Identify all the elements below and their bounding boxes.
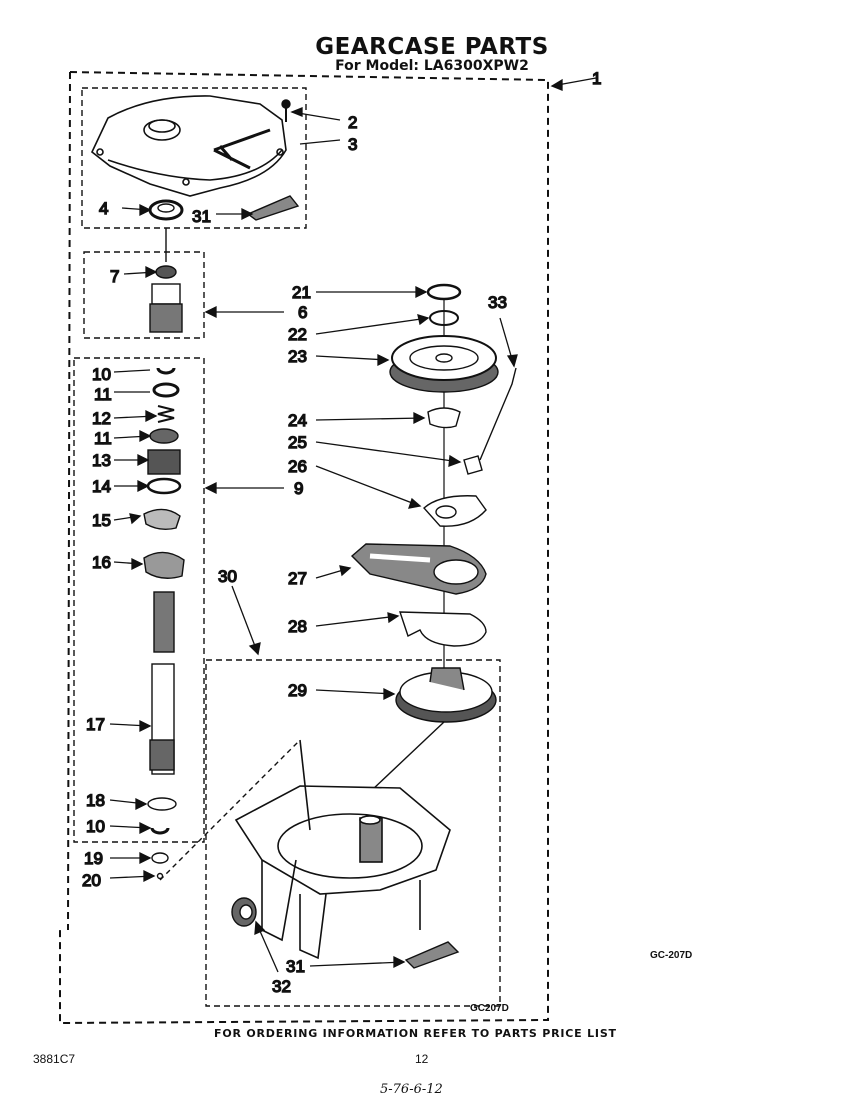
label-part-10-bottom: 10 — [86, 817, 105, 836]
label-part-16: 16 — [92, 553, 111, 572]
crank-26 — [423, 495, 487, 527]
label-part-19: 19 — [84, 849, 103, 868]
page-number: 12 — [415, 1052, 429, 1066]
label-part-21: 21 — [292, 283, 311, 302]
bearing-7 — [155, 265, 177, 279]
cam-16 — [143, 551, 185, 579]
grease-tube-top — [246, 195, 300, 221]
part9-group-box — [73, 357, 205, 843]
label-part-26: 26 — [288, 457, 307, 476]
label-part-10-top: 10 — [92, 365, 111, 384]
label-part-6: 6 — [298, 303, 307, 322]
leader-lines — [109, 77, 597, 973]
wheel-32 — [231, 897, 257, 927]
model-subtitle: For Model: LA6300XPW2 — [335, 58, 529, 74]
washer-18 — [147, 797, 177, 811]
label-part-28: 28 — [288, 617, 307, 636]
label-part-11-bottom: 11 — [94, 429, 112, 448]
label-part-9: 9 — [294, 479, 303, 498]
label-part-25: 25 — [288, 433, 307, 452]
label-part-3: 3 — [348, 135, 357, 154]
ring-21 — [426, 283, 462, 301]
part-number-labels: 1 2 3 4 31 7 6 10 11 12 11 13 14 9 15 16… — [81, 68, 602, 996]
label-part-23: 23 — [288, 347, 307, 366]
shifter-27 — [350, 543, 487, 595]
label-part-12: 12 — [92, 409, 111, 428]
main-gear-23 — [389, 335, 499, 393]
label-part-1: 1 — [592, 69, 601, 88]
washer-22 — [429, 310, 459, 326]
gearcase-housing — [234, 739, 451, 960]
part6-group-box — [83, 251, 205, 339]
label-part-17: 17 — [86, 715, 105, 734]
cam-15 — [143, 508, 181, 531]
ordering-note: FOR ORDERING INFORMATION REFER TO PARTS … — [214, 1027, 617, 1040]
pin-33 — [479, 367, 517, 461]
agitator-drive-tube — [149, 283, 183, 333]
ring-14 — [146, 477, 182, 495]
label-part-33: 33 — [488, 293, 507, 312]
label-part-20: 20 — [82, 871, 101, 890]
label-part-11-top: 11 — [94, 385, 112, 404]
ball-20 — [156, 872, 164, 880]
label-part-32: 32 — [272, 977, 291, 996]
label-part-30: 30 — [218, 567, 237, 586]
retainer-ring-10a — [156, 367, 176, 375]
washer-19 — [151, 852, 169, 864]
diagram-code-corner: GC207D — [470, 1003, 509, 1014]
label-part-27: 27 — [288, 569, 307, 588]
page-title: GEARCASE PARTS — [315, 34, 549, 60]
washer-11a — [152, 382, 180, 398]
plate-25 — [463, 455, 483, 475]
cover-group-box — [81, 87, 307, 229]
gear-29 — [395, 667, 497, 723]
screw — [281, 99, 291, 122]
washer-11b — [149, 428, 179, 444]
grease-tube-bottom — [404, 941, 460, 969]
shaft-17-upper — [153, 591, 175, 653]
retainer-ring-10b — [150, 827, 170, 835]
label-part-2: 2 — [348, 113, 357, 132]
label-part-4: 4 — [99, 199, 108, 218]
label-part-22: 22 — [288, 325, 307, 344]
handwritten-note: 5-76-6-12 — [380, 1082, 443, 1097]
seal — [148, 199, 184, 221]
assembly-outline — [59, 71, 549, 1025]
label-part-31-bottom: 31 — [286, 957, 305, 976]
label-part-29: 29 — [288, 681, 307, 700]
label-part-24: 24 — [288, 411, 307, 430]
label-part-7: 7 — [110, 267, 119, 286]
diagram-code-side: GC-207D — [650, 950, 693, 961]
spring-12 — [157, 405, 175, 423]
label-part-31-top: 31 — [192, 207, 211, 226]
label-part-13: 13 — [92, 451, 111, 470]
bearing-24 — [427, 407, 461, 429]
label-part-15: 15 — [92, 511, 111, 530]
document-number: 3881C7 — [33, 1052, 76, 1066]
fork-28 — [399, 611, 487, 647]
gear-13 — [147, 449, 181, 475]
label-part-14: 14 — [92, 477, 111, 496]
label-part-18: 18 — [86, 791, 105, 810]
gearcase-cover — [91, 95, 287, 197]
